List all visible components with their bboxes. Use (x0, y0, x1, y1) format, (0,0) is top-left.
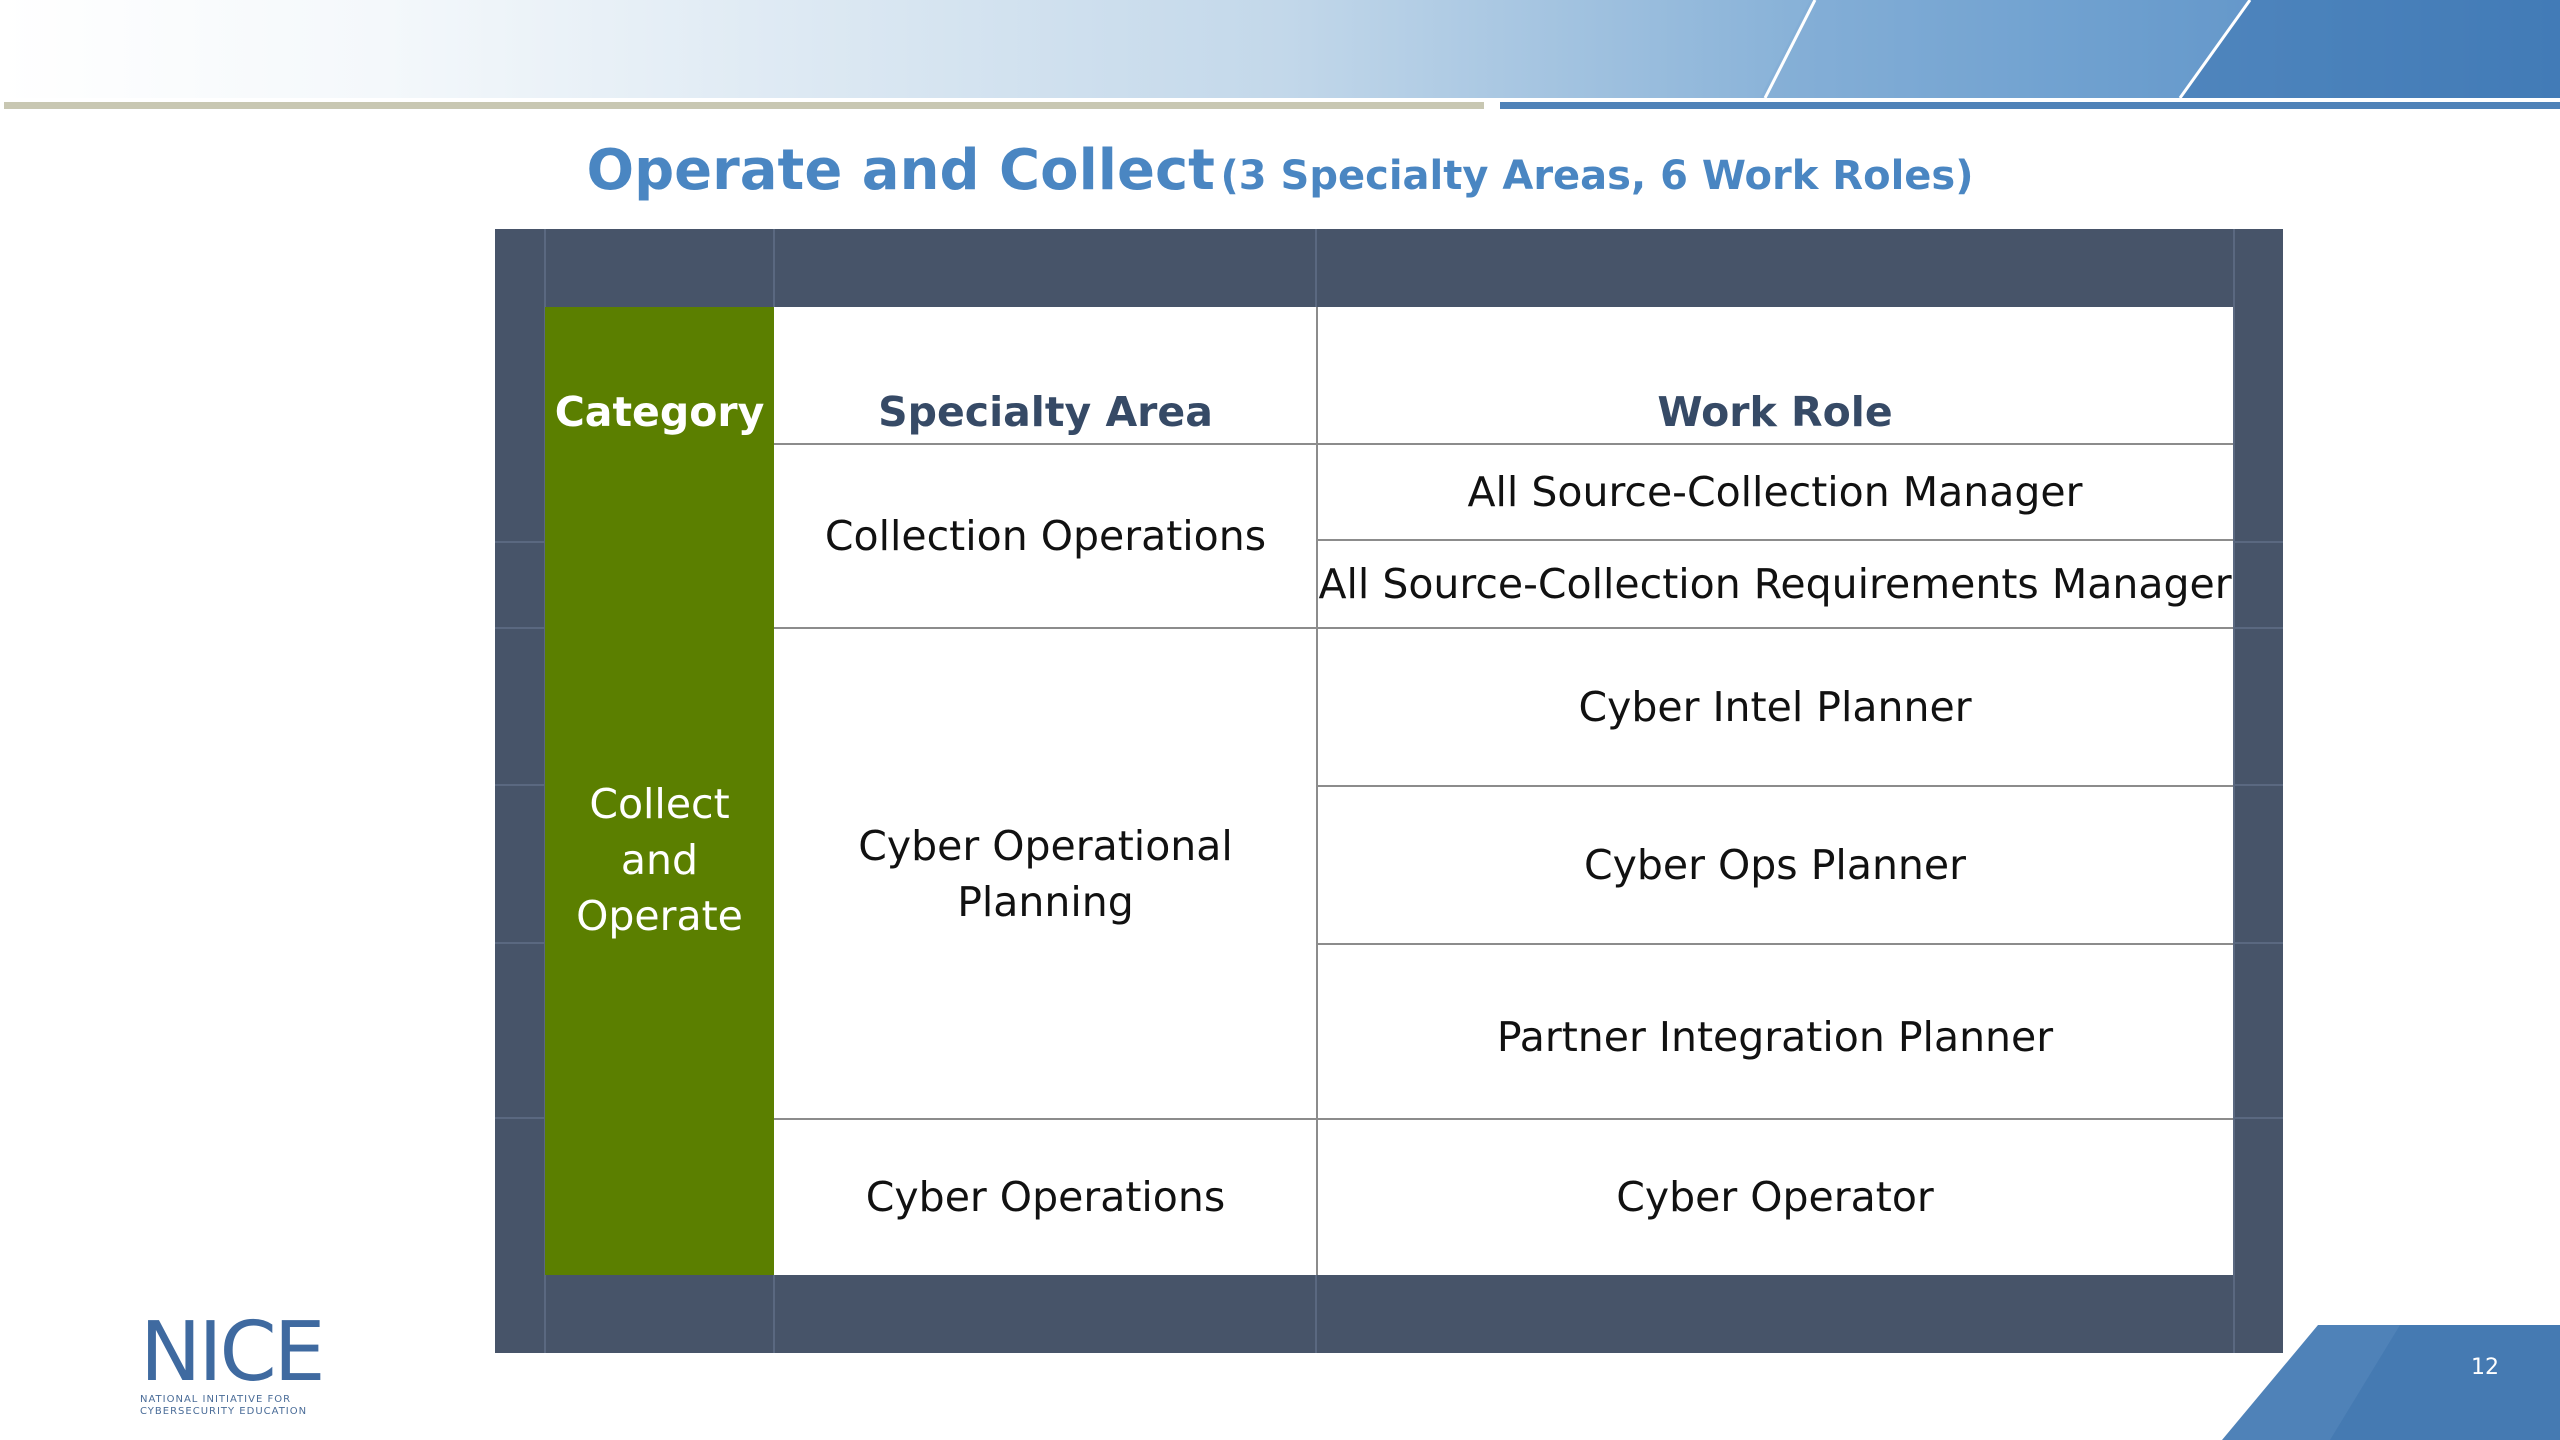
logo-wordmark: NICE (140, 1305, 326, 1400)
banner-graphic (1760, 0, 2560, 98)
frame-divider (2233, 229, 2235, 1353)
work-role-cell: All Source-Collection Manager (1317, 444, 2233, 540)
grid-line (1316, 307, 1318, 1275)
grid-line (774, 443, 2233, 445)
nice-logo: NICE NATIONAL INITIATIVE FOR CYBERSECURI… (140, 1305, 326, 1418)
grid-line (774, 627, 2233, 629)
frame-tick (2233, 541, 2283, 543)
frame-tick (2233, 627, 2283, 629)
logo-tagline-1: NATIONAL INITIATIVE FOR (140, 1394, 292, 1405)
header-rule-right (1500, 102, 2560, 109)
frame-tick (2233, 784, 2283, 786)
frame-tick (495, 1117, 545, 1119)
specialty-area-cell: Cyber Operations (774, 1119, 1317, 1275)
header-specialty-area: Specialty Area (774, 307, 1317, 444)
work-role-cell: Cyber Intel Planner (1317, 628, 2233, 786)
logo-tagline-2: CYBERSECURITY EDUCATION (140, 1406, 308, 1417)
category-cell: Collect and Operate (545, 444, 774, 1275)
frame-tick (495, 627, 545, 629)
work-role-cell: Cyber Operator (1317, 1119, 2233, 1275)
category-line-2: Operate (576, 891, 743, 940)
frame-tick (2233, 1117, 2283, 1119)
grid-line (1317, 943, 2233, 945)
frame-tick (495, 942, 545, 944)
title-main: Operate and Collect (586, 138, 1215, 203)
category-line-1: Collect and (589, 779, 730, 884)
slide-title: Operate and Collect (3 Specialty Areas, … (0, 138, 2560, 203)
frame-tick (495, 541, 545, 543)
work-role-cell: Partner Integration Planner (1317, 944, 2233, 1119)
header-rule-left (4, 102, 1484, 109)
header-category: Category (545, 307, 774, 444)
work-role-cell: Cyber Ops Planner (1317, 786, 2233, 944)
work-role-cell: All Source-Collection Requirements Manag… (1317, 540, 2233, 628)
header-work-role: Work Role (1317, 307, 2233, 444)
frame-tick (495, 784, 545, 786)
specialty-area-cell: Collection Operations (774, 444, 1317, 628)
grid-line (1317, 785, 2233, 787)
grid-line (774, 1118, 2233, 1120)
page-number: 12 (2471, 1355, 2499, 1380)
header-banner (0, 0, 2560, 98)
title-sub: (3 Specialty Areas, 6 Work Roles) (1220, 153, 1974, 199)
frame-tick (2233, 942, 2283, 944)
grid-line (1317, 539, 2233, 541)
specialty-area-cell: Cyber Operational Planning (774, 628, 1317, 1119)
